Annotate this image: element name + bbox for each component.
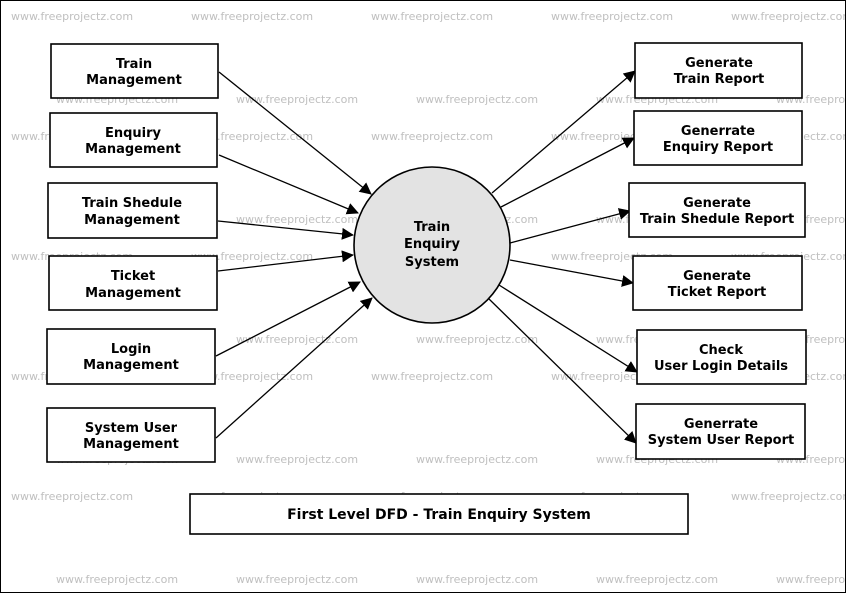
entity-login-management[interactable]: Login Management (46, 328, 216, 385)
entity-label-line-1: Check (699, 343, 743, 358)
entity-label-line-1: Generate (683, 269, 751, 284)
watermark-text: www.freeprojectz.com (731, 490, 846, 503)
watermark-text: www.freeprojectz.com (191, 370, 313, 383)
entity-train-shedule-management[interactable]: Train Shedule Management (47, 182, 218, 239)
watermark-text: www.freeprojectz.com (236, 333, 358, 346)
diagram-title-frame (189, 493, 689, 535)
entity-generrate-system-user-report-box[interactable] (635, 403, 806, 460)
entity-label-line-2: Train Shedule Report (640, 212, 794, 227)
flow-center-to-check-user-login-details (498, 284, 638, 373)
diagram-title-box: First Level DFD - Train Enquiry System (189, 493, 689, 535)
watermark-text: www.freeprojectz.com (11, 10, 133, 23)
edge-layer (215, 70, 638, 444)
entity-generate-ticket-report-box[interactable] (632, 255, 803, 311)
center-process-circle[interactable] (353, 166, 511, 324)
watermark-text: www.freeprojectz.com (236, 453, 358, 466)
entity-label-line-2: Management (83, 358, 179, 373)
entity-train-management[interactable]: Train Management (50, 43, 219, 99)
entity-label-line-1: Train (116, 57, 152, 72)
flow-ticket-management-to-center (217, 250, 354, 272)
flow-center-to-generate-ticket-report (509, 259, 634, 287)
watermark-text: www.freeprojectz.com (236, 573, 358, 586)
entity-label-line-1: System User (85, 421, 178, 436)
watermark-text: www.freeprojectz.com (11, 490, 133, 503)
entity-generate-train-report-box[interactable] (634, 42, 803, 99)
entity-generrate-enquiry-report[interactable]: Generrate Enquiry Report (633, 110, 803, 166)
flow-center-to-generrate-enquiry-report (500, 137, 635, 208)
flow-center-to-generate-train-shedule-report (509, 208, 631, 244)
watermark-text: www.freeprojectz.com (371, 370, 493, 383)
entity-enquiry-management[interactable]: Enquiry Management (49, 112, 218, 168)
watermark-text: www.freeprojectz.com (191, 130, 313, 143)
entity-label-line-2: User Login Details (654, 359, 788, 374)
watermark-text: www.freeprojectz.com (416, 573, 538, 586)
flow-center-to-generrate-system-user-report (487, 297, 637, 444)
flow-center-to-generate-train-report (491, 70, 636, 194)
entity-label-line-2: Management (86, 73, 182, 88)
flow-login-management-to-center (215, 281, 361, 357)
entity-label-line-2: Management (85, 142, 181, 157)
watermark-text: www.freeprojectz.com (236, 213, 358, 226)
entity-label-line-2: Management (83, 437, 179, 452)
watermark-text: www.freeprojectz.com (416, 333, 538, 346)
entity-enquiry-management-box[interactable] (49, 112, 218, 168)
entity-generrate-system-user-report[interactable]: Generrate System User Report (635, 403, 806, 460)
entity-check-user-login-details[interactable]: Check User Login Details (636, 329, 807, 385)
entity-generate-train-shedule-report-box[interactable] (628, 182, 806, 238)
entity-generate-ticket-report[interactable]: Generate Ticket Report (632, 255, 803, 311)
watermark-text: www.freeprojectz.com (596, 573, 718, 586)
watermark-text: www.freeprojectz.com (416, 93, 538, 106)
entity-label-line-2: System User Report (648, 433, 794, 448)
center-process[interactable]: Train Enquiry System (353, 166, 511, 324)
entity-check-user-login-details-box[interactable] (636, 329, 807, 385)
entity-label-line-2: Management (84, 213, 180, 228)
watermark-text: www.freeprojectz.com (551, 10, 673, 23)
entity-label-line-1: Login (111, 342, 151, 357)
watermark-text: www.freeprojectz.com (416, 453, 538, 466)
flow-train-management-to-center (218, 71, 372, 195)
watermark-text: www.freeprojectz.com (776, 573, 846, 586)
entity-label-line-1: Generate (683, 196, 751, 211)
entity-login-management-box[interactable] (46, 328, 216, 385)
entity-train-management-box[interactable] (50, 43, 219, 99)
entity-train-shedule-management-box[interactable] (47, 182, 218, 239)
entity-ticket-management[interactable]: Ticket Management (48, 255, 218, 311)
entity-label-line-1: Ticket (111, 269, 155, 284)
watermark-text: www.freeprojectz.com (56, 573, 178, 586)
entity-label-line-1: Generate (685, 56, 753, 71)
flow-enquiry-management-to-center (218, 154, 359, 215)
entity-label-line-1: Generrate (684, 417, 758, 432)
watermark-text: www.freeprojectz.com (191, 250, 313, 263)
entity-label-line-2: Ticket Report (668, 285, 767, 300)
entity-generrate-enquiry-report-box[interactable] (633, 110, 803, 166)
entity-system-user-management[interactable]: System User Management (46, 407, 216, 463)
watermark-text: www.freeprojectz.com (371, 10, 493, 23)
entity-generate-train-report[interactable]: Generate Train Report (634, 42, 803, 99)
entity-label-line-1: Enquiry (105, 126, 162, 141)
watermark-text: www.freeprojectz.com (731, 10, 846, 23)
entity-label-line-2: Management (85, 286, 181, 301)
flow-train-shedule-management-to-center (217, 220, 354, 240)
entity-label-line-1: Generrate (681, 124, 755, 139)
watermark-text: www.freeprojectz.com (371, 130, 493, 143)
entity-ticket-management-box[interactable] (48, 255, 218, 311)
watermark-text: www.freeprojectz.com (191, 10, 313, 23)
flow-system-user-management-to-center (215, 297, 373, 439)
watermark-text: www.freeprojectz.com (236, 93, 358, 106)
center-process-label-line-3: System (405, 255, 459, 270)
center-process-label-line-2: Enquiry (404, 237, 461, 252)
entity-label-line-2: Enquiry Report (663, 140, 773, 155)
entity-system-user-management-box[interactable] (46, 407, 216, 463)
entity-generate-train-shedule-report[interactable]: Generate Train Shedule Report (628, 182, 806, 238)
entity-label-line-1: Train Shedule (82, 196, 182, 211)
diagram-title: First Level DFD - Train Enquiry System (287, 507, 591, 523)
entity-label-line-2: Train Report (674, 72, 765, 87)
center-process-label-line-1: Train (414, 220, 450, 235)
